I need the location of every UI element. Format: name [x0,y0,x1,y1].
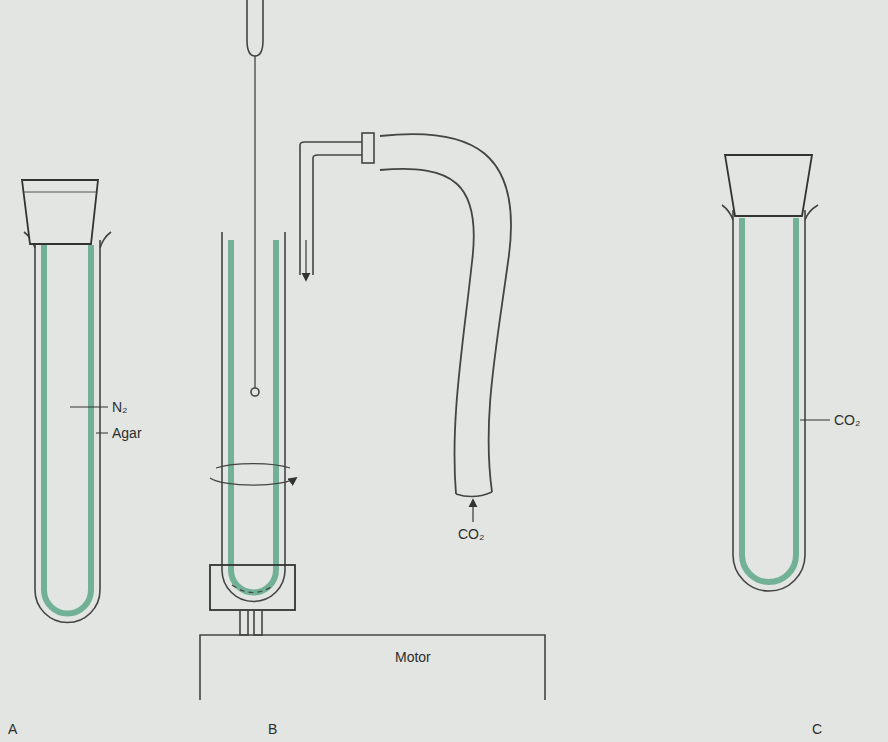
tube-c [722,155,830,591]
gas-label: N₂ [112,400,128,414]
gas-label: CO₂ [458,527,484,541]
tube-b-rotor [200,0,545,700]
gas-label: CO₂ [834,413,860,427]
tube-a [22,180,111,623]
motor-label: Motor [395,650,431,664]
panel-letter: A [8,722,17,736]
medium-label: Agar [112,426,142,440]
panel-letter: C [812,722,822,736]
panel-letter: B [268,722,277,736]
